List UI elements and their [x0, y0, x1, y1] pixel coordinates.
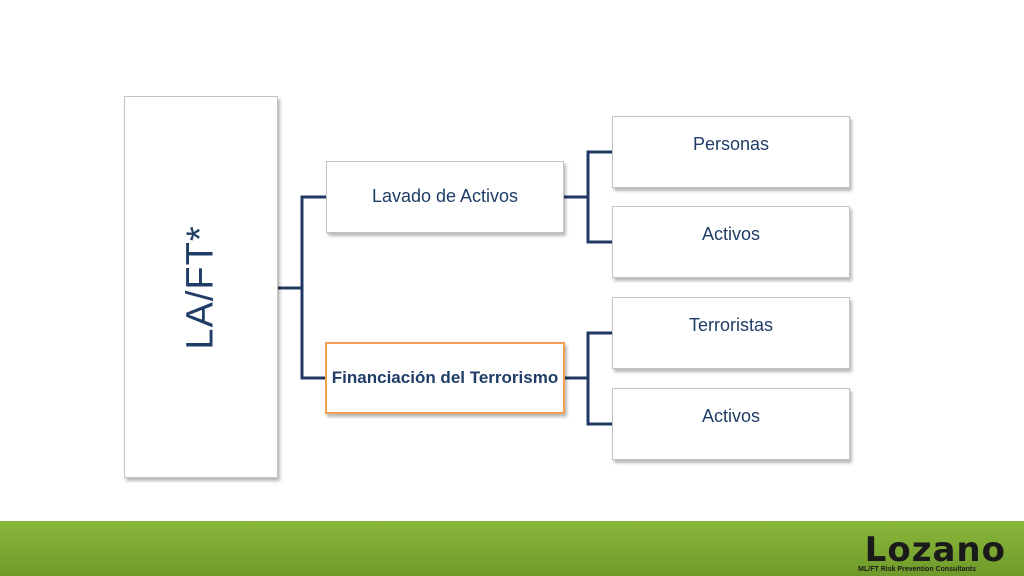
branch-node-label: Financiación del Terrorismo — [331, 368, 559, 387]
leaf-node-label: Activos — [701, 405, 761, 426]
root-node-label: LA/FT* — [179, 224, 222, 350]
footer-bar — [0, 521, 1024, 576]
leaf-node-activos-1: Activos — [612, 206, 850, 278]
logo-tagline: ML/FT Risk Prevention Consultants — [858, 566, 976, 573]
branch-node-label: Lavado de Activos — [371, 185, 519, 206]
branch-node-lavado-de-activos: Lavado de Activos — [326, 161, 564, 233]
leaf-node-label: Terroristas — [688, 314, 773, 335]
leaf-node-terroristas: Terroristas — [612, 297, 850, 369]
lozano-logo: Lozano ML/FT Risk Prevention Consultants — [816, 530, 1006, 576]
leaf-node-personas: Personas — [612, 116, 850, 188]
branch-node-financiacion-del-terrorismo: Financiación del Terrorismo — [325, 342, 565, 414]
logo-wordmark: Lozano — [864, 530, 1006, 570]
leaf-node-label: Personas — [692, 133, 770, 154]
leaf-node-activos-2: Activos — [612, 388, 850, 460]
leaf-node-label: Activos — [701, 223, 761, 244]
root-node: LA/FT* — [124, 96, 278, 478]
